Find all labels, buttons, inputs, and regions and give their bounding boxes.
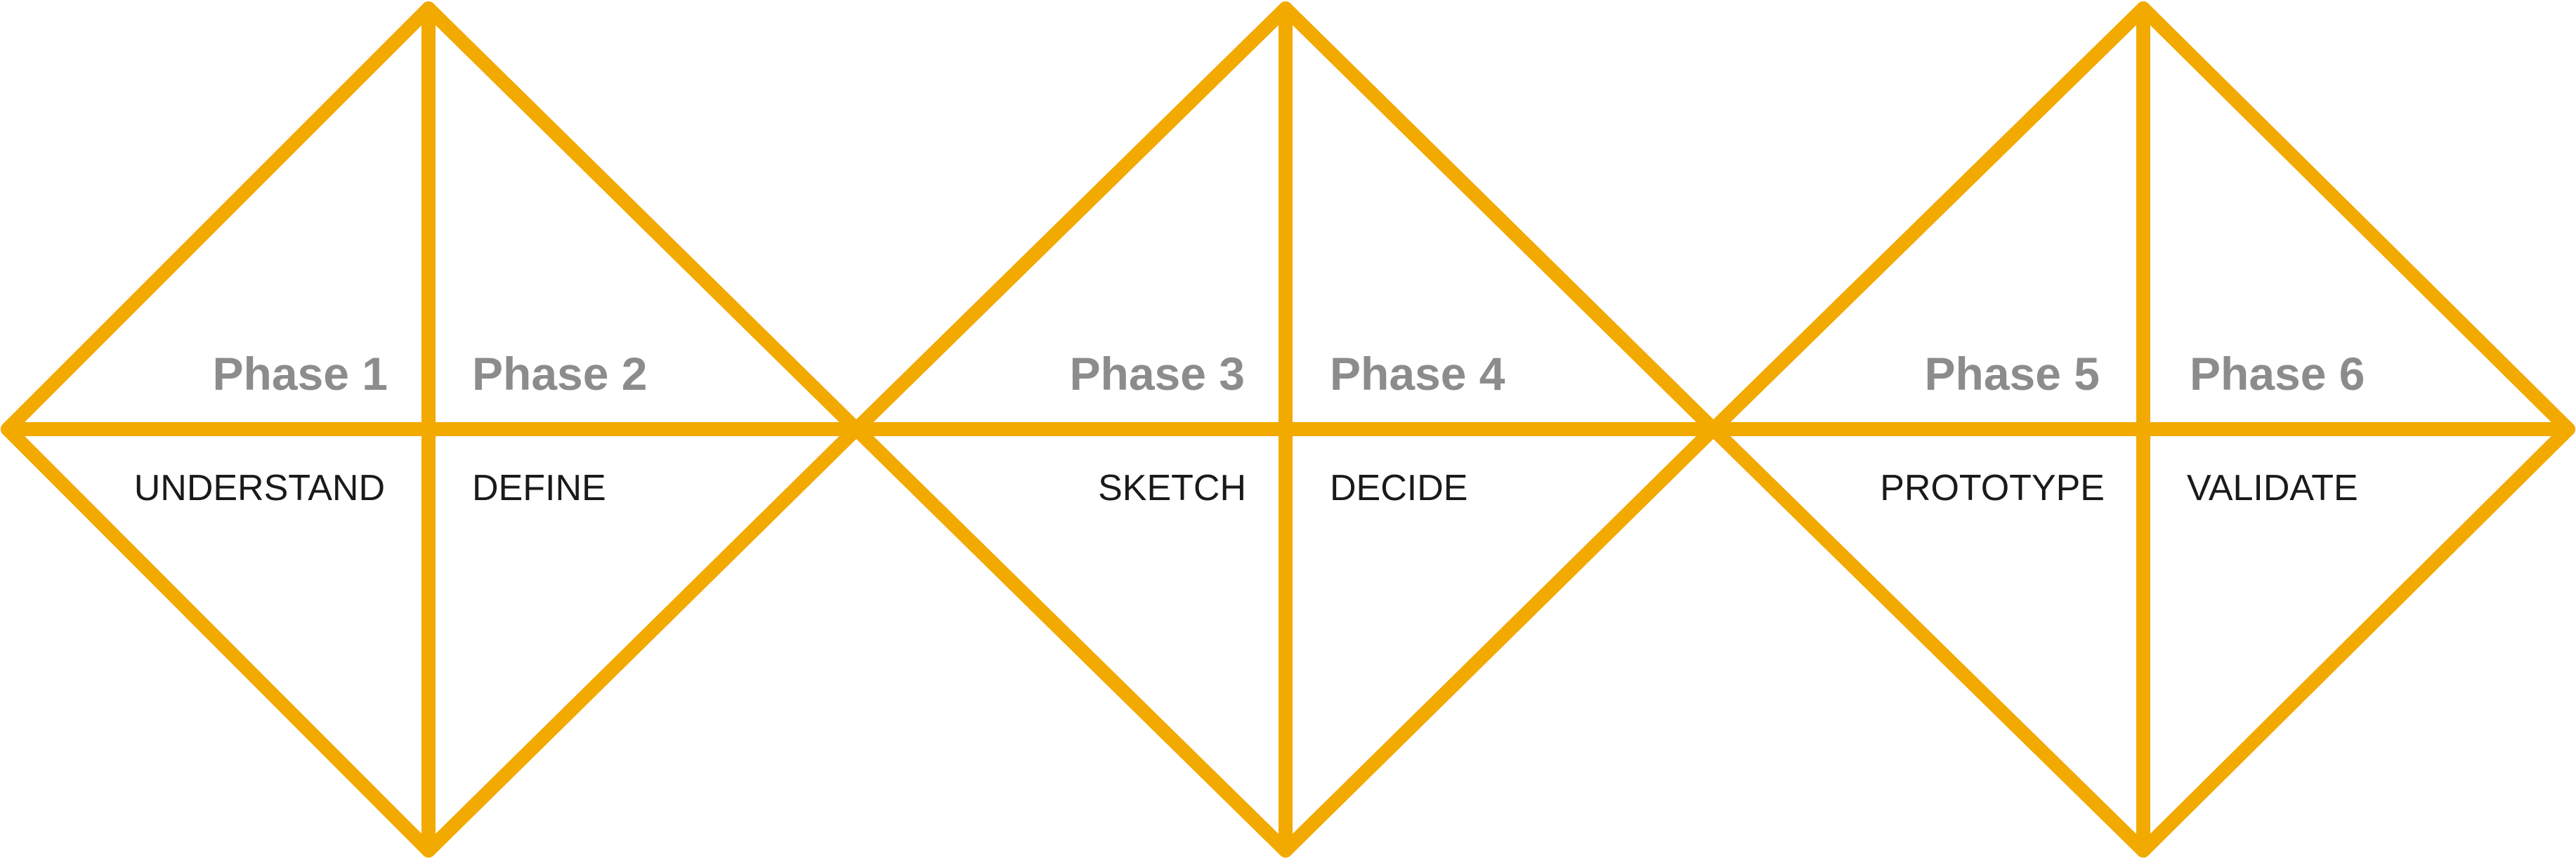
phase-2-label: Phase 2 (472, 348, 648, 400)
phase-3-label: Phase 3 (1070, 348, 1245, 400)
step-understand-label: UNDERSTAND (134, 468, 385, 509)
phase-5-label: Phase 5 (1925, 348, 2100, 400)
phase-1-label: Phase 1 (213, 348, 388, 400)
step-validate-label: VALIDATE (2187, 468, 2358, 509)
step-prototype-label: PROTOTYPE (1880, 468, 2105, 509)
step-decide-label: DECIDE (1330, 468, 1467, 509)
step-sketch-label: SKETCH (1098, 468, 1246, 509)
diamond-1: Phase 1 UNDERSTAND Phase 2 DEFINE (1, 1, 863, 858)
phase-4-label: Phase 4 (1330, 348, 1505, 400)
diamond-2: Phase 3 SKETCH Phase 4 DECIDE (849, 1, 1720, 858)
phase-6-label: Phase 6 (2190, 348, 2365, 400)
step-define-label: DEFINE (472, 468, 606, 509)
diamond-3: Phase 5 PROTOTYPE Phase 6 VALIDATE (1706, 1, 2575, 858)
